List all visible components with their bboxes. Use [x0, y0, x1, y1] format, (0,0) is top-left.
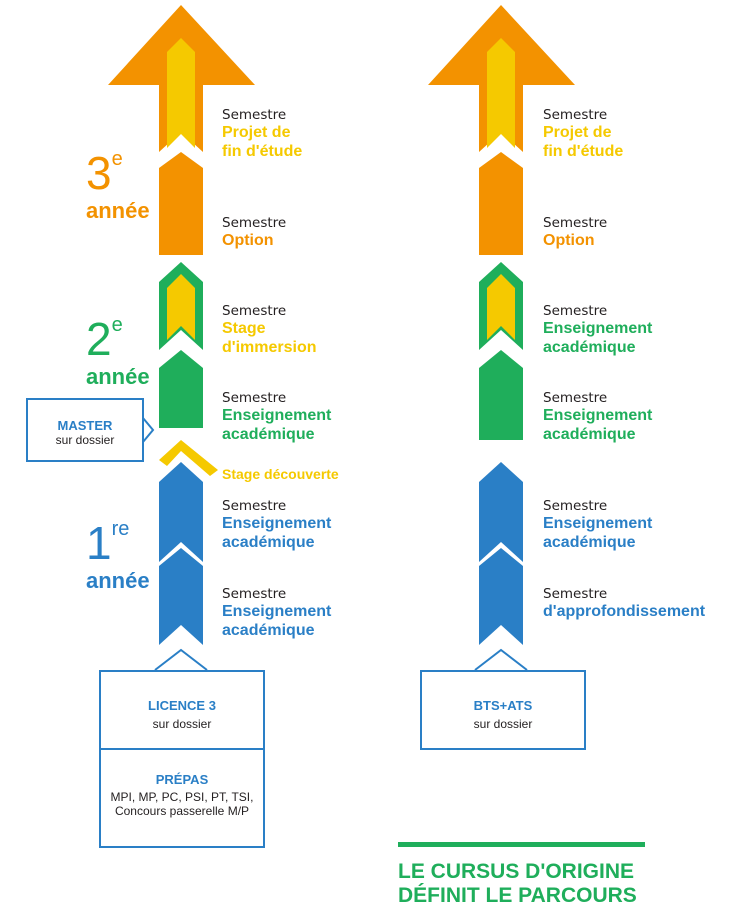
right-semester-4: Semestre Enseignement académique [543, 390, 653, 444]
left-chevron-green-enseignement [159, 350, 203, 428]
left-chevron-yellow-stage [167, 274, 195, 340]
left-chevron-blue-top [159, 462, 203, 562]
semester-title-line1: Projet de [543, 124, 612, 142]
prepas-line2: Concours passerelle M/P [114, 804, 250, 818]
year-2-number: 2 [86, 313, 112, 365]
year-3-number: 3 [86, 147, 112, 199]
left-semester-6: Semestre Enseignement académique [222, 586, 332, 640]
semester-title-line2: fin d'étude [543, 143, 624, 161]
right-chevron-blue-top [479, 462, 523, 562]
semester-prefix: Semestre [543, 390, 608, 406]
year-3-label: 3e année [86, 147, 150, 224]
year-2-sup: e [111, 314, 123, 336]
semester-prefix: Semestre [222, 215, 287, 231]
semester-prefix: Semestre [543, 215, 608, 231]
right-chevron-green-enseignement [479, 350, 523, 440]
master-connector [142, 417, 155, 443]
left-semester-1: Semestre Projet de fin d'étude [222, 107, 303, 161]
footer-caption: LE CURSUS D'ORIGINE DÉFINIT LE PARCOURS [398, 860, 698, 908]
right-chevron-yellow-inner [487, 274, 515, 340]
semester-title-line2: académique [222, 622, 315, 640]
semester-title-line1: Stage [222, 320, 266, 338]
bts-connector [474, 648, 528, 671]
bts-box: BTS+ATS sur dossier [420, 670, 586, 750]
semester-title-line2: fin d'étude [222, 143, 303, 161]
licence-box: LICENCE 3 sur dossier [99, 670, 265, 750]
year-3-sup: e [111, 148, 123, 170]
right-semester-6: Semestre d'approfondissement [543, 586, 706, 621]
right-semester-5: Semestre Enseignement académique [543, 498, 653, 552]
semester-title-line2: académique [543, 534, 636, 552]
year-1-annee: année [86, 568, 150, 593]
footer-rule [398, 842, 645, 847]
licence-sub: sur dossier [152, 717, 212, 731]
bts-title: BTS+ATS [473, 698, 533, 713]
semester-prefix: Semestre [222, 390, 287, 406]
semester-prefix: Semestre [222, 586, 287, 602]
semester-prefix: Semestre [543, 107, 608, 123]
semester-prefix: Semestre [222, 107, 287, 123]
footer-line2: DÉFINIT LE PARCOURS [398, 884, 637, 907]
semester-title-line2: académique [543, 339, 636, 357]
prepas-title: PRÉPAS [155, 772, 209, 787]
left-chevron-orange-option [159, 152, 203, 255]
master-sub: sur dossier [55, 433, 115, 447]
right-chevron-yellow-top [487, 38, 515, 148]
semester-title-line1: Enseignement [543, 515, 653, 533]
left-chevron-yellow-top [167, 38, 195, 148]
left-semester-4: Semestre Enseignement académique [222, 390, 332, 444]
master-box: MASTER sur dossier [26, 398, 144, 462]
semester-prefix: Semestre [543, 586, 608, 602]
semester-prefix: Semestre [543, 303, 608, 319]
semester-title-line1: Enseignement [543, 320, 653, 338]
year-2-annee: année [86, 364, 150, 389]
semester-title-line2: d'immersion [222, 339, 317, 357]
year-1-number: 1 [86, 517, 112, 569]
semester-title-line2: académique [543, 426, 636, 444]
left-chevron-blue-bottom [159, 548, 203, 645]
semester-prefix: Semestre [222, 498, 287, 514]
semester-prefix: Semestre [543, 498, 608, 514]
prepas-line1: MPI, MP, PC, PSI, PT, TSI, [110, 790, 254, 804]
year-1-label: 1re année [86, 517, 150, 594]
left-arrow-column [108, 5, 255, 671]
right-chevron-orange-option [479, 152, 523, 255]
year-2-label: 2e année [86, 313, 150, 390]
left-semester-2: Semestre Option [222, 215, 287, 250]
semester-title-line2: académique [222, 534, 315, 552]
right-semester-2: Semestre Option [543, 215, 608, 250]
left-semester-3: Semestre Stage d'immersion [222, 303, 317, 357]
right-semester-3: Semestre Enseignement académique [543, 303, 653, 357]
semester-title-line1: d'approfondissement [543, 603, 706, 621]
year-1-sup: re [111, 518, 130, 540]
semester-title-line1: Option [543, 232, 595, 250]
semester-title-line1: Enseignement [222, 603, 332, 621]
semester-title-line1: Projet de [222, 124, 291, 142]
semester-title-line1: Enseignement [222, 407, 332, 425]
bts-sub: sur dossier [473, 717, 533, 731]
year-3-annee: année [86, 198, 150, 223]
left-chevron-stage-decouverte [159, 440, 218, 476]
semester-title-line1: Enseignement [543, 407, 653, 425]
master-title: MASTER [57, 418, 113, 433]
left-semester-5: Semestre Enseignement académique [222, 498, 332, 552]
licence-connector [154, 648, 208, 671]
licence-title: LICENCE 3 [148, 698, 216, 713]
right-arrow-column [428, 5, 575, 671]
right-semester-1: Semestre Projet de fin d'étude [543, 107, 624, 161]
semester-title-line2: académique [222, 426, 315, 444]
semester-title-line1: Option [222, 232, 274, 250]
semester-prefix: Semestre [222, 303, 287, 319]
footer-line1: LE CURSUS D'ORIGINE [398, 860, 635, 883]
prepas-box: PRÉPAS MPI, MP, PC, PSI, PT, TSI, Concou… [99, 748, 265, 848]
right-chevron-blue-bottom [479, 548, 523, 645]
semester-title-line1: Enseignement [222, 515, 332, 533]
stage-decouverte-label: Stage découverte [222, 466, 339, 482]
